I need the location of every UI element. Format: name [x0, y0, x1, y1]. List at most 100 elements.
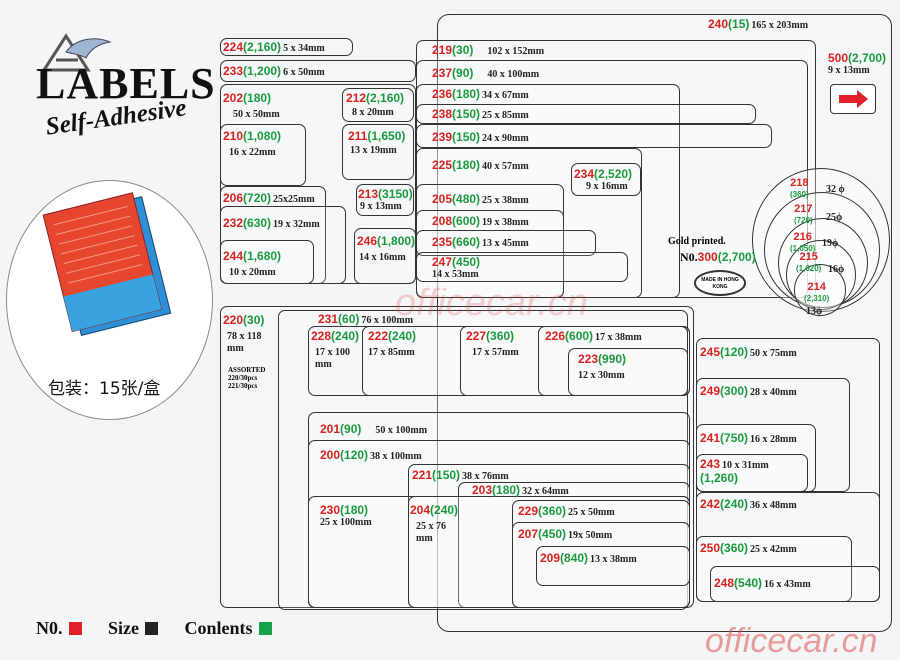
label-size: 12 x 30mm [578, 370, 625, 381]
label-count: (240) [720, 497, 749, 511]
label-size: 16 x 43mm [764, 579, 811, 590]
label-count: (3150) [378, 187, 413, 201]
label-outline-235 [416, 230, 596, 256]
label-number: 235 [432, 235, 453, 249]
label-count: (750) [720, 431, 749, 445]
label-count: (1,200) [243, 64, 282, 78]
pegasus-logo-icon [41, 33, 112, 72]
label-sample-500 [830, 84, 876, 114]
made-in-hong-kong-seal: MADE IN HONG KONG [694, 270, 746, 296]
label-outline-209 [536, 546, 690, 586]
label-203: 203(180)32 x 64mm [472, 484, 569, 498]
label-outline-246 [354, 228, 416, 284]
label-outline-203 [458, 482, 690, 608]
label-212: 212(2,160)8 x 20mm [346, 92, 404, 119]
label-size: 28 x 40mm [750, 387, 797, 398]
label-number: 237 [432, 66, 453, 80]
label-count: (180) [243, 91, 272, 105]
label-size: 10 x 31mm [722, 460, 769, 471]
label-size: 78 x 118 mm [227, 331, 262, 354]
label-223: 223(990)12 x 30mm [578, 353, 626, 382]
label-size: 25 x 50mm [568, 507, 615, 518]
label-count: (450) [452, 255, 481, 269]
label-number: 231 [318, 312, 339, 326]
legend-size-swatch [145, 622, 158, 635]
label-count: (450) [538, 527, 567, 541]
label-size: 17 x 100 mm [315, 347, 350, 370]
label-size: 19x 50mm [568, 530, 613, 541]
label-count: (120) [340, 448, 369, 462]
label-500: 500(2,700)9 x 13mm [828, 52, 886, 77]
label-211: 211(1,650)13 x 19mm [348, 130, 405, 157]
label-count: (630) [243, 216, 272, 230]
label-count: (360) [486, 329, 515, 343]
circle-size-215: 16ϕ [828, 262, 844, 275]
label-count: (180) [452, 158, 481, 172]
label-205: 205(480)25 x 38mm [432, 193, 529, 207]
circle-label-217: 217(720) [794, 202, 813, 226]
label-240: 240(15)165 x 203mm [708, 18, 808, 32]
label-outline-243 [696, 454, 808, 492]
label-size: 19 x 32mm [273, 219, 320, 230]
label-size: 8 x 20mm [352, 107, 394, 118]
label-count: (2,160) [243, 40, 282, 54]
label-206: 206(720)25x25mm [223, 192, 315, 206]
label-count: (90) [452, 66, 474, 80]
label-count: (240) [430, 503, 459, 517]
label-239: 239(150)24 x 90mm [432, 131, 529, 145]
circle-size-217: 25ϕ [826, 210, 842, 223]
circle-label-215: 215(1,620) [796, 250, 821, 274]
label-size: 40 x 100mm [487, 69, 540, 80]
label-225: 225(180)40 x 57mm [432, 159, 529, 173]
label-number: 202 [223, 91, 244, 105]
label-size: 14 x 53mm [432, 269, 479, 280]
label-number: 238 [432, 107, 453, 121]
label-number: 240 [708, 17, 729, 31]
label-size: 17 x 85mm [368, 347, 415, 358]
label-count: (2,310) [804, 294, 830, 303]
label-245: 245(120)50 x 75mm [700, 346, 797, 360]
label-outline-220 [220, 306, 694, 608]
label-204: 204(240)25 x 76 mm [410, 504, 458, 545]
label-210: 210(1,080)16 x 22mm [223, 130, 281, 159]
label-230: 230(180)25 x 100mm [320, 504, 372, 529]
watermark-bottom: officecar.cn [705, 622, 878, 660]
label-209: 209(840)13 x 38mm [540, 552, 637, 566]
label-number: 250 [700, 541, 721, 555]
label-size: 9 x 13mm [828, 65, 870, 76]
label-236: 236(180)34 x 67mm [432, 88, 529, 102]
label-number: 244 [223, 249, 244, 263]
label-242: 242(240)36 x 48mm [700, 498, 797, 512]
brand-title: LABELS [36, 59, 216, 108]
label-number: 221 [412, 468, 433, 482]
label-size: 50 x 50mm [233, 109, 280, 120]
label-number: 207 [518, 527, 539, 541]
label-size: 102 x 152mm [487, 46, 545, 57]
label-size: 34 x 67mm [482, 90, 529, 101]
circle-214 [794, 264, 846, 316]
label-count: (180) [340, 503, 369, 517]
label-number: 206 [223, 191, 244, 205]
label-count: (180) [492, 483, 521, 497]
assorted-line: 221/30pcs [228, 382, 258, 390]
label-201: 201(90)50 x 100mm [320, 423, 427, 437]
label-228: 228(240)17 x 100 mm [311, 330, 363, 371]
label-count: (60) [338, 312, 360, 326]
label-outline-207 [512, 522, 690, 608]
label-number: 226 [545, 329, 566, 343]
label-234: 234(2,520)9 x 16mm [574, 168, 632, 193]
label-size: 25 x 42mm [750, 544, 797, 555]
label-227: 227(360)17 x 57mm [466, 330, 519, 359]
label-235: 235(660)13 x 45mm [432, 236, 529, 250]
label-count: (150) [452, 130, 481, 144]
label-outline-201 [308, 412, 690, 608]
label-number: 205 [432, 192, 453, 206]
label-outline-200 [308, 440, 690, 608]
label-outline-248 [710, 566, 880, 602]
label-number: 216 [793, 231, 812, 243]
label-226: 226(600)17 x 38mm [545, 330, 642, 344]
label-size: 16 x 22mm [229, 147, 276, 158]
gold-printed-number: N0.300(2,700) [680, 250, 756, 265]
